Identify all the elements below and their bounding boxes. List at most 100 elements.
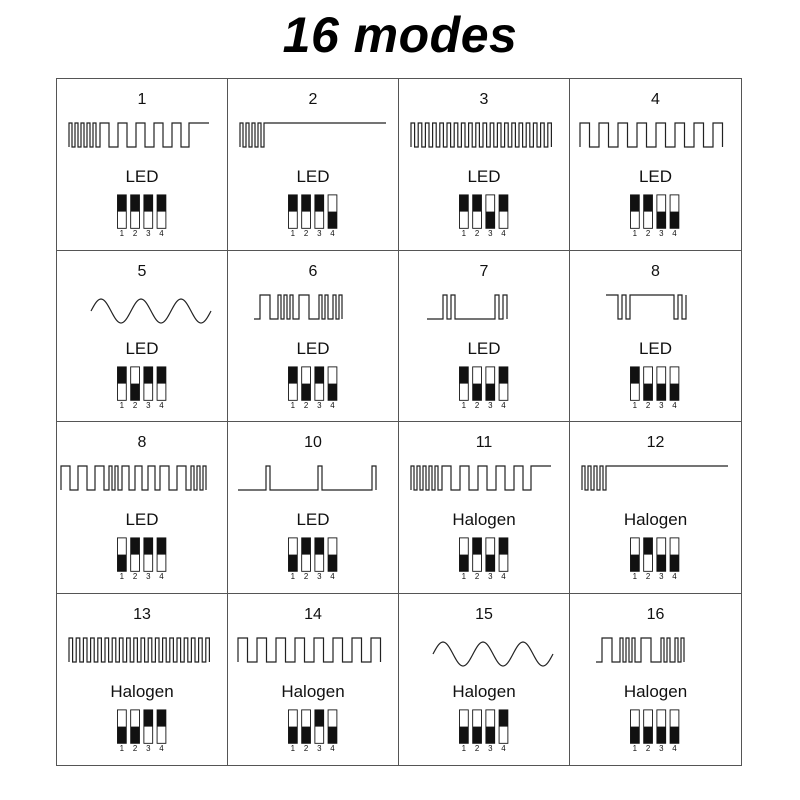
lamp-type-label: Halogen bbox=[452, 510, 516, 529]
mode-number: 16 bbox=[646, 605, 665, 623]
dip-switch-knob bbox=[143, 194, 153, 212]
waveform-icon bbox=[90, 297, 212, 324]
waveform-line bbox=[254, 293, 343, 320]
mode-number: 14 bbox=[304, 605, 322, 623]
dip-switch-number: 1 bbox=[291, 401, 296, 410]
dip-switch-number: 4 bbox=[672, 572, 677, 581]
lamp-type-label: Halogen bbox=[452, 681, 516, 701]
dip-switch-knob bbox=[288, 194, 298, 212]
waveform-icon bbox=[238, 465, 377, 491]
waveform-line bbox=[60, 465, 207, 491]
waveform-icon bbox=[427, 293, 508, 320]
dip-switch-number: 3 bbox=[317, 229, 322, 238]
waveform-icon bbox=[596, 636, 685, 663]
mode-number: 5 bbox=[137, 262, 147, 280]
dip-switch-knob bbox=[117, 366, 127, 384]
waveform-icon bbox=[60, 465, 207, 491]
dip-switch-number: 3 bbox=[317, 744, 322, 753]
dip-switch-knob bbox=[117, 726, 127, 743]
dip-switch-number: 1 bbox=[120, 229, 125, 238]
dip-switch-1 bbox=[288, 365, 298, 401]
dip-switch-4 bbox=[327, 537, 338, 572]
dip-switch-knob bbox=[630, 726, 640, 743]
waveform-icon bbox=[68, 122, 209, 148]
dip-switch-number: 1 bbox=[633, 229, 638, 238]
dip-switch-2 bbox=[301, 537, 311, 572]
dip-switch-3 bbox=[656, 365, 667, 401]
dip-switch-4 bbox=[498, 194, 509, 229]
dip-switch-number: 1 bbox=[291, 744, 296, 753]
dip-switch-4 bbox=[156, 537, 167, 572]
dip-switch-4 bbox=[669, 194, 680, 229]
dip-switch-knob bbox=[314, 537, 324, 555]
dip-switch-number: 4 bbox=[330, 744, 335, 753]
dip-switch-knob bbox=[117, 194, 127, 212]
dip-switch-knob bbox=[157, 366, 166, 384]
mode-number: 3 bbox=[479, 91, 489, 108]
dip-switch-2 bbox=[130, 537, 140, 572]
dip-switch-knob bbox=[459, 366, 469, 384]
dip-switch-number: 4 bbox=[501, 401, 506, 410]
dip-switch-1 bbox=[459, 537, 469, 572]
waveform-line bbox=[432, 640, 554, 667]
dip-switch-knob bbox=[301, 383, 311, 400]
dip-switch-4 bbox=[498, 537, 509, 572]
dip-switch-3 bbox=[143, 708, 154, 744]
mode-number: 2 bbox=[308, 91, 318, 108]
dip-switch-number: 3 bbox=[659, 401, 664, 410]
dip-switch-3 bbox=[143, 365, 154, 401]
dip-switch-knob bbox=[143, 366, 153, 384]
dip-switch-knob bbox=[485, 383, 495, 400]
dip-switch-number: 2 bbox=[304, 744, 308, 753]
dip-switch-number: 4 bbox=[330, 229, 335, 238]
dip-switch-knob bbox=[328, 554, 337, 572]
dip-switch-number: 3 bbox=[488, 229, 493, 238]
dip-switch-number: 4 bbox=[672, 229, 677, 238]
dip-switch-knob bbox=[314, 709, 324, 727]
dip-switch-number: 1 bbox=[120, 572, 125, 581]
dip-switch-4 bbox=[327, 708, 338, 744]
dip-switch-number: 2 bbox=[304, 572, 308, 581]
dip-switch-number: 4 bbox=[159, 229, 164, 238]
dip-switch-knob bbox=[130, 383, 140, 400]
dip-switch-number: 4 bbox=[501, 744, 506, 753]
dip-switch-knob bbox=[670, 726, 679, 743]
dip-switch-knob bbox=[656, 726, 666, 743]
mode-number: 7 bbox=[479, 262, 489, 280]
dip-switch-knob bbox=[328, 211, 337, 229]
lamp-type-label: LED bbox=[638, 167, 673, 186]
dip-switch-knob bbox=[643, 537, 653, 555]
dip-switch-number: 1 bbox=[633, 572, 638, 581]
dip-switch-2 bbox=[130, 365, 140, 401]
dip-switch-knob bbox=[630, 194, 640, 212]
dip-switch-knob bbox=[301, 726, 311, 743]
dip-switch-4 bbox=[498, 365, 509, 401]
dip-switch-number: 4 bbox=[330, 401, 335, 410]
dip-switch-knob bbox=[485, 554, 495, 572]
dip-switch-1 bbox=[117, 708, 127, 744]
waveform-line bbox=[596, 636, 685, 663]
dip-switch-number: 2 bbox=[133, 401, 137, 410]
waveform-line bbox=[410, 122, 552, 148]
dip-switch-knob bbox=[472, 383, 482, 400]
dip-switch-knob bbox=[314, 194, 324, 212]
waveform-icon bbox=[254, 293, 343, 320]
dip-switch-4 bbox=[498, 708, 509, 744]
dip-switch-knob bbox=[656, 211, 666, 229]
dip-switch-2 bbox=[643, 708, 653, 744]
dip-switch-3 bbox=[485, 537, 496, 572]
dip-switch-1 bbox=[117, 537, 127, 572]
dip-switch-number: 1 bbox=[462, 744, 467, 753]
mode-number: 8 bbox=[651, 262, 660, 280]
dip-switch-3 bbox=[485, 708, 496, 744]
mode-number: 10 bbox=[304, 434, 322, 451]
dip-switch-knob bbox=[130, 537, 140, 555]
